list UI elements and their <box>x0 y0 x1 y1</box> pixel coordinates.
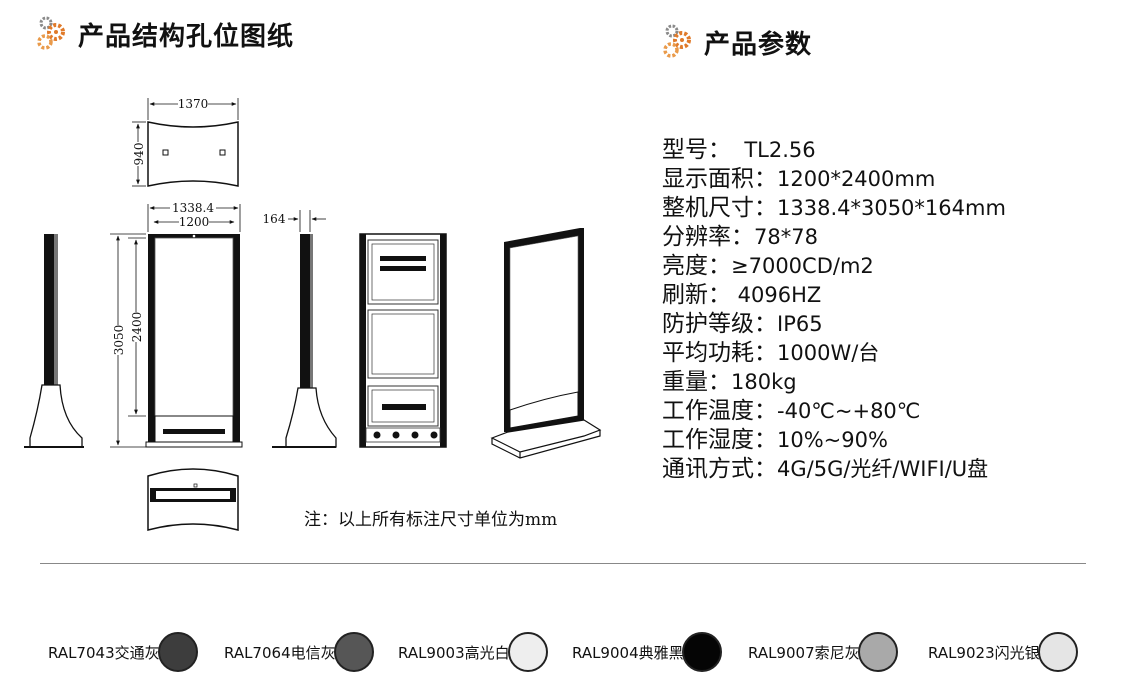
params-title: 产品参数 <box>704 29 813 60</box>
structure-drawing: 1370 940 1338.4 1200 3050 <box>24 97 602 531</box>
color-swatch: RAL7064电信灰 <box>224 632 374 672</box>
spec-label: 刷新： <box>662 282 731 308</box>
color-swatch: RAL9003高光白 <box>398 632 548 672</box>
spec-row: 刷新： 4096HZ <box>662 281 1006 310</box>
structure-heading: 产品结构孔位图纸 <box>34 14 294 54</box>
spec-value: 4096HZ <box>731 283 822 307</box>
spec-row: 工作湿度：10%~90% <box>662 426 1006 455</box>
spec-value: 180kg <box>731 370 797 394</box>
spec-value: ≥7000CD/m2 <box>731 254 874 278</box>
swatch-label: RAL9004典雅黑 <box>572 643 684 662</box>
gear-cluster-icon <box>663 24 691 58</box>
dim-front-outer-width: 1338.4 <box>172 201 214 215</box>
spec-row: 型号： TL2.56 <box>662 136 1006 165</box>
front-view: 1338.4 1200 3050 2400 <box>110 201 243 448</box>
dim-front-inner-width: 1200 <box>179 215 210 229</box>
spec-value: 1000W/台 <box>777 341 880 365</box>
gear-cluster-icon <box>37 16 65 50</box>
swatch-label: RAL9023闪光银 <box>928 643 1040 662</box>
rear-view <box>359 233 447 448</box>
section-divider <box>40 563 1086 564</box>
dim-top-depth: 940 <box>132 143 146 166</box>
spec-label: 分辨率： <box>662 224 754 250</box>
spec-value: 1338.4*3050*164mm <box>777 196 1006 220</box>
side-view-depth: 164 <box>263 210 337 448</box>
spec-label: 重量： <box>662 369 731 395</box>
unit-note: 注：以上所有标注尺寸单位为mm <box>304 510 558 530</box>
color-swatch: RAL9023闪光银 <box>928 632 1078 672</box>
spec-row: 亮度：≥7000CD/m2 <box>662 252 1006 281</box>
params-heading: 产品参数 <box>660 22 812 62</box>
spec-label: 型号： <box>662 137 731 163</box>
spec-row: 工作温度：-40℃~+80℃ <box>662 397 1006 426</box>
spec-row: 分辨率：78*78 <box>662 223 1006 252</box>
spec-label: 工作温度： <box>662 398 777 424</box>
spec-label: 通讯方式： <box>662 456 777 482</box>
spec-label: 亮度： <box>662 253 731 279</box>
structure-title: 产品结构孔位图纸 <box>78 21 295 52</box>
spec-value: IP65 <box>777 312 823 336</box>
dim-side-depth: 164 <box>263 212 286 226</box>
swatch-label: RAL7043交通灰 <box>48 643 160 662</box>
swatch-label: RAL9003高光白 <box>398 643 510 662</box>
dim-top-width: 1370 <box>178 97 209 111</box>
swatch-circle <box>333 632 374 672</box>
spec-label: 整机尺寸： <box>662 195 777 221</box>
color-swatch: RAL9004典雅黑 <box>572 632 722 672</box>
color-swatches: RAL7043交通灰 RAL7064电信灰 RAL9003高光白 RAL9004… <box>44 632 1094 680</box>
spec-label: 平均功耗： <box>662 340 777 366</box>
spec-value: -40℃~+80℃ <box>777 399 921 423</box>
color-swatch: RAL7043交通灰 <box>48 632 198 672</box>
spec-value: TL2.56 <box>731 138 816 162</box>
swatch-circle <box>1037 632 1078 672</box>
swatch-label: RAL9007索尼灰 <box>748 643 860 662</box>
spec-value: 4G/5G/光纤/WIFI/U盘 <box>777 457 989 481</box>
side-view-left <box>24 234 84 448</box>
dim-total-height: 3050 <box>112 325 126 356</box>
swatch-circle <box>507 632 548 672</box>
spec-row: 通讯方式：4G/5G/光纤/WIFI/U盘 <box>662 455 1006 484</box>
spec-row: 防护等级：IP65 <box>662 310 1006 339</box>
spec-row: 整机尺寸：1338.4*3050*164mm <box>662 194 1006 223</box>
spec-row: 重量：180kg <box>662 368 1006 397</box>
spec-label: 显示面积： <box>662 166 777 192</box>
spec-value: 10%~90% <box>777 428 888 452</box>
spec-row: 显示面积：1200*2400mm <box>662 165 1006 194</box>
swatch-label: RAL7064电信灰 <box>224 643 336 662</box>
swatch-circle <box>681 632 722 672</box>
spec-row: 平均功耗：1000W/台 <box>662 339 1006 368</box>
spec-label: 防护等级： <box>662 311 777 337</box>
spec-value: 1200*2400mm <box>777 167 936 191</box>
spec-list: 型号： TL2.56 显示面积：1200*2400mm 整机尺寸：1338.4*… <box>662 136 1006 484</box>
spec-value: 78*78 <box>754 225 818 249</box>
perspective-view <box>490 228 602 459</box>
top-view: 1370 940 <box>131 97 239 187</box>
bottom-view <box>147 468 239 531</box>
dim-screen-height: 2400 <box>130 312 144 343</box>
spec-label: 工作湿度： <box>662 427 777 453</box>
swatch-circle <box>157 632 198 672</box>
color-swatch: RAL9007索尼灰 <box>748 632 898 672</box>
swatch-circle <box>857 632 898 672</box>
